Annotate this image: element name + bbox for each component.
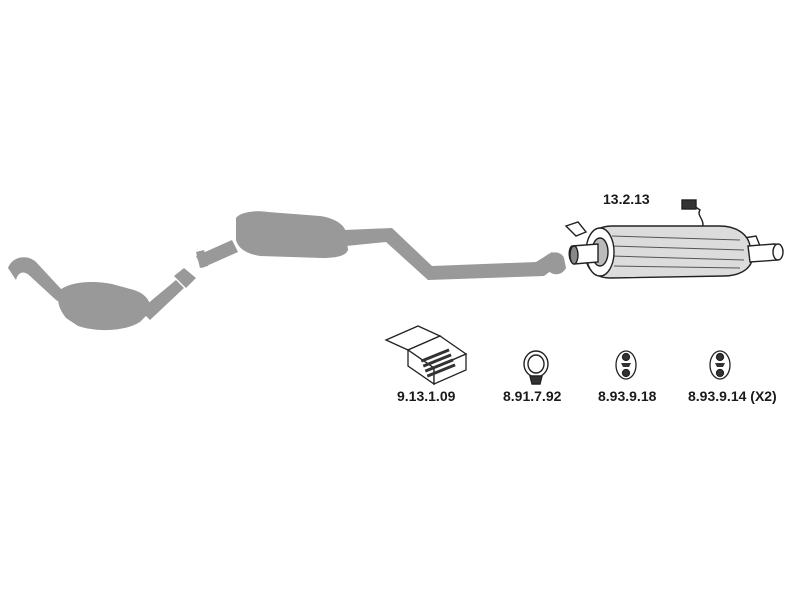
hanger-a-slot <box>621 363 631 367</box>
rear-muffler <box>564 199 784 279</box>
hanger-b-hole-bottom <box>715 368 725 378</box>
front-catalytic-converter <box>58 282 151 331</box>
mounting-kit-box <box>384 325 468 386</box>
rubber-hanger-a-part-number: 8.93.9.18 <box>598 388 657 404</box>
mounting-kit-part-number: 9.13.1.09 <box>397 388 456 404</box>
hanger-a-hole-top <box>621 352 631 362</box>
front-connecting-pipe <box>140 280 184 320</box>
flex-joint <box>196 250 208 268</box>
intermediate-pipe <box>344 228 560 280</box>
kit-box-contents <box>420 348 456 378</box>
clamp-ring-inner <box>527 354 545 374</box>
muffler-shading <box>611 235 745 269</box>
muffler-inlet-opening <box>569 245 579 265</box>
middle-catalytic-converter <box>236 211 348 258</box>
kit-box-side <box>433 353 467 385</box>
intermediate-pipe-end <box>546 252 566 275</box>
hanger-b-slot <box>715 363 725 367</box>
sensor-connector <box>681 199 697 210</box>
clamp-icon <box>523 350 549 385</box>
clamp-bolt <box>529 375 543 385</box>
front-downpipe <box>8 257 70 306</box>
rubber-hanger-b-part-number: 8.93.9.14 (X2) <box>688 388 777 404</box>
muffler-mounting-tab-front <box>564 221 588 237</box>
rubber-hanger-a-icon <box>615 350 637 380</box>
clamp-part-number: 8.91.7.92 <box>503 388 562 404</box>
hanger-b-hole-top <box>715 352 725 362</box>
rear-muffler-part-number: 13.2.13 <box>603 191 650 207</box>
front-pipe-joint <box>174 268 196 288</box>
rubber-hanger-b-icon <box>709 350 731 380</box>
hanger-a-hole-bottom <box>621 368 631 378</box>
front-exhaust-section <box>8 211 566 331</box>
muffler-tailpipe-opening <box>772 243 784 261</box>
